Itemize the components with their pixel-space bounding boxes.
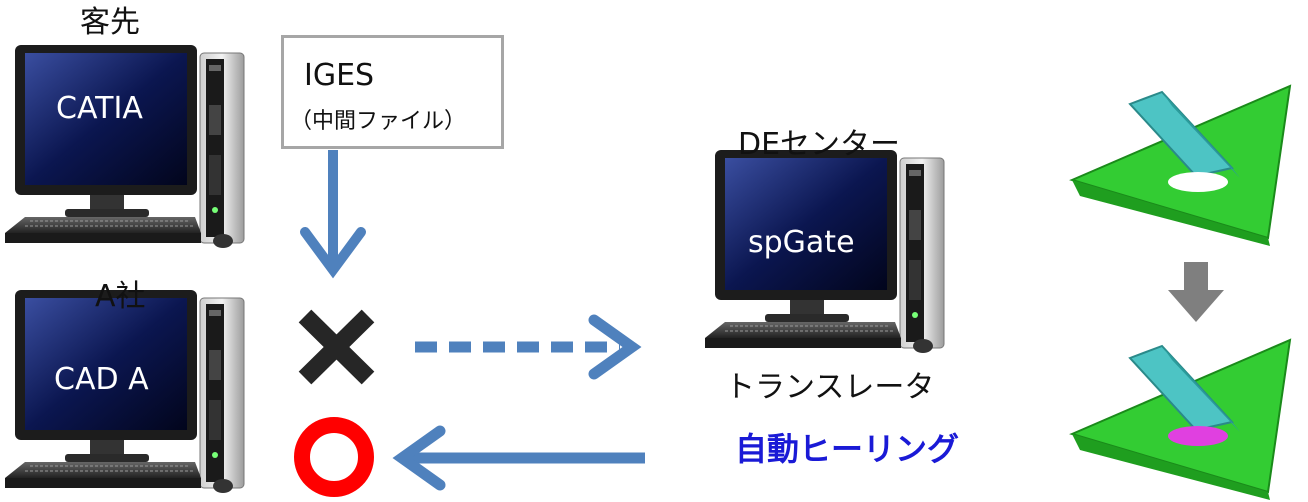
cad-model-before-icon xyxy=(1069,84,1292,246)
iges-title: IGES xyxy=(304,58,375,93)
de-center-label: DEセンター xyxy=(738,127,901,162)
circle-icon xyxy=(294,417,374,497)
dotted-arrow-right-icon xyxy=(415,314,642,380)
gray-arrow-down-icon xyxy=(1168,262,1224,322)
arrow-left-icon xyxy=(392,425,645,491)
healing-label: 自動ヒーリング xyxy=(735,430,960,468)
translator-label: トランスレータ xyxy=(725,370,935,405)
company-software-label: CAD A xyxy=(54,362,149,397)
client-software-label: CATIA xyxy=(56,91,143,126)
iges-box: IGES （中間ファイル） xyxy=(281,35,504,149)
de-center-software-label: spGate xyxy=(748,225,855,260)
cad-model-after-icon xyxy=(1069,338,1292,500)
iges-subtitle: （中間ファイル） xyxy=(290,109,467,134)
company-label: A社 xyxy=(95,279,146,314)
client-label: 客先 xyxy=(80,5,140,40)
arrow-down-icon xyxy=(300,150,366,279)
cross-icon xyxy=(298,309,375,385)
client-computer-icon xyxy=(4,44,245,249)
